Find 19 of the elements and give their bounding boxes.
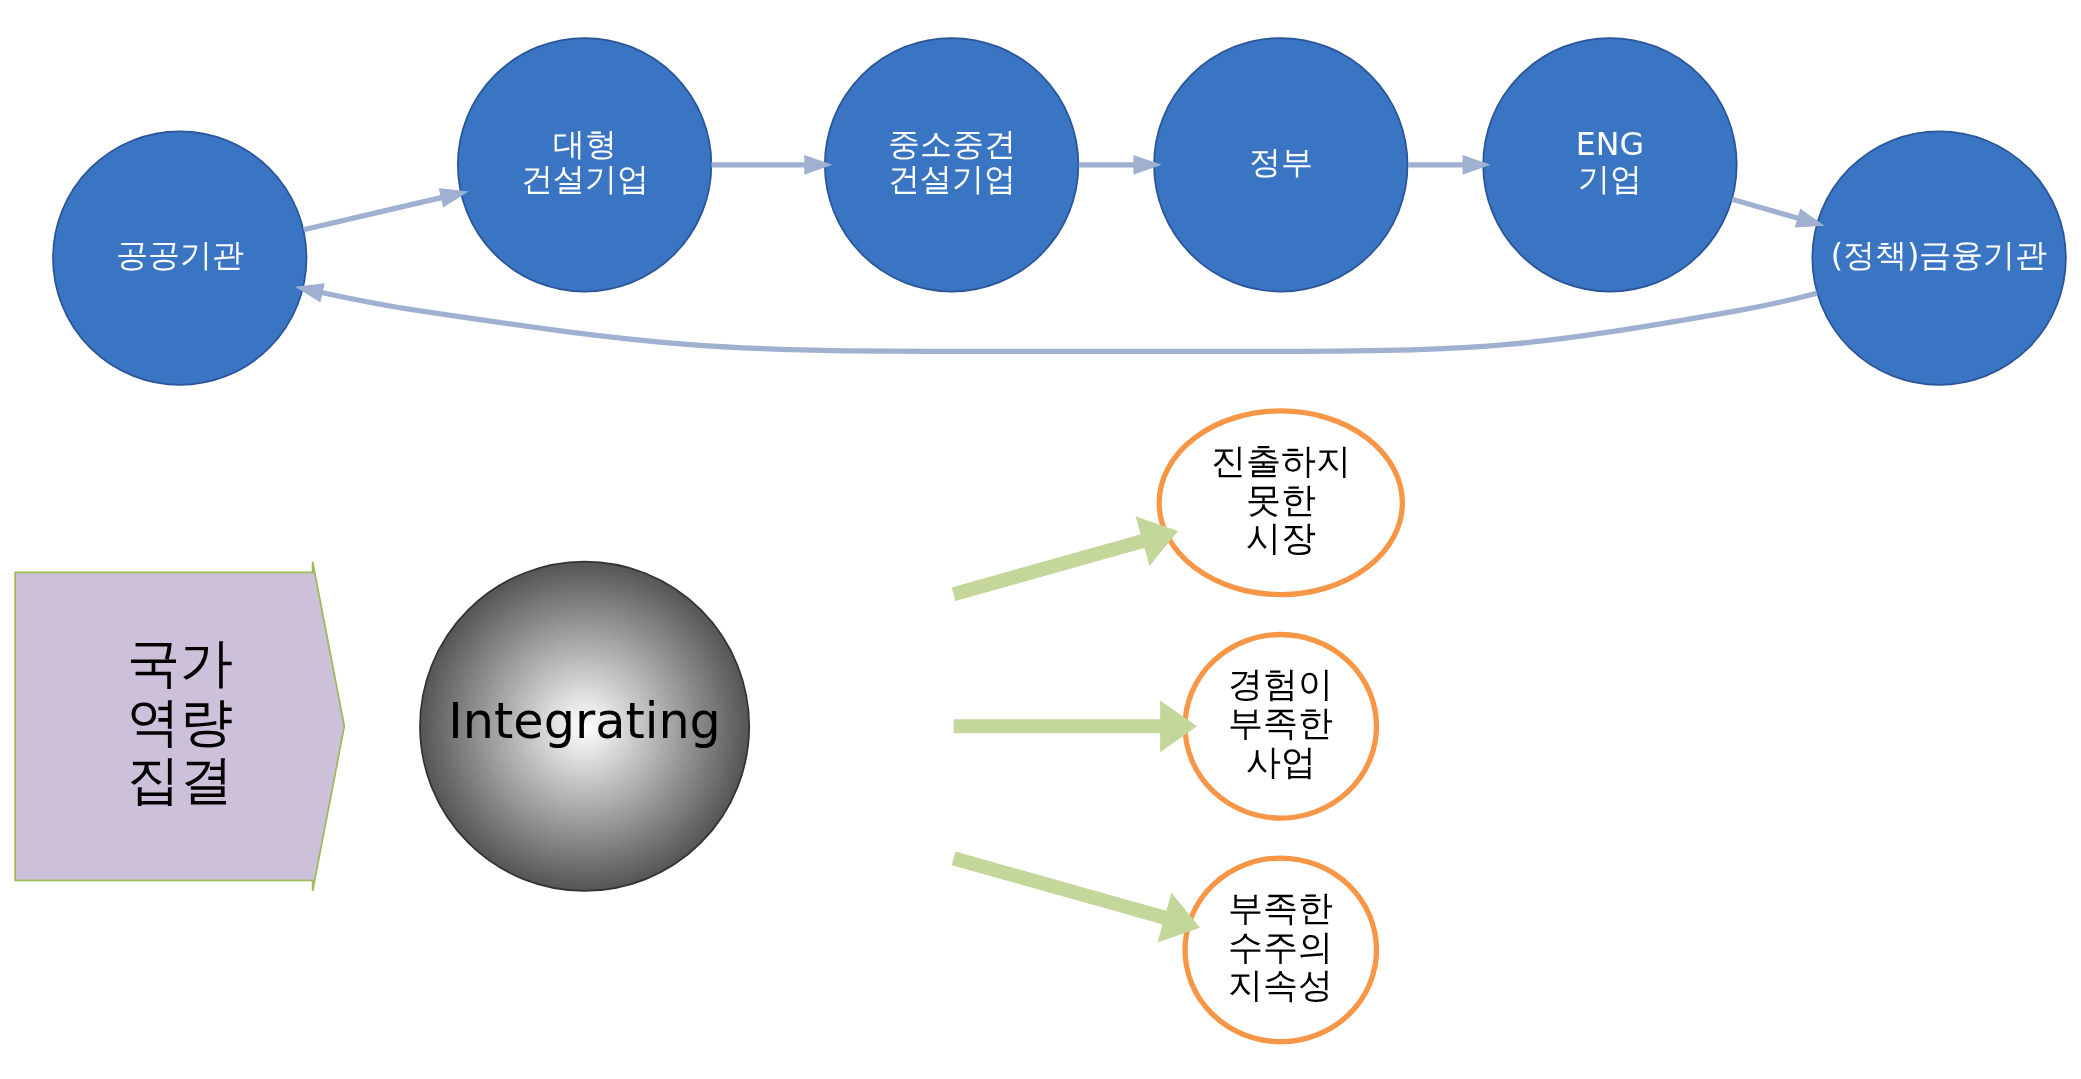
arrow	[1078, 154, 1162, 175]
node-circle: 정부	[1153, 36, 1409, 292]
node-ellipse: 진출하지 못한 시장	[1156, 407, 1406, 597]
node-circle: (정책)금융기관	[1811, 129, 2067, 386]
arrow	[302, 187, 469, 232]
arrow	[951, 515, 1179, 601]
node-circle: Integrating	[419, 560, 751, 892]
node-circle: 중소중견 건설기업	[824, 36, 1080, 292]
node-circle: ENG 기업	[1482, 36, 1738, 292]
arrow	[953, 699, 1197, 752]
arrow	[711, 154, 833, 175]
node-circle: 경험이 부족한 사업	[1182, 631, 1380, 821]
node-circle: 공공기관	[52, 129, 308, 386]
arrow	[1407, 154, 1491, 175]
arrow	[951, 851, 1200, 943]
node-circle: 부족한 수주의 지속성	[1182, 854, 1380, 1044]
node-circle: 대형 건설기업	[457, 36, 713, 292]
arrow	[1731, 196, 1825, 227]
arrow	[295, 282, 1818, 354]
